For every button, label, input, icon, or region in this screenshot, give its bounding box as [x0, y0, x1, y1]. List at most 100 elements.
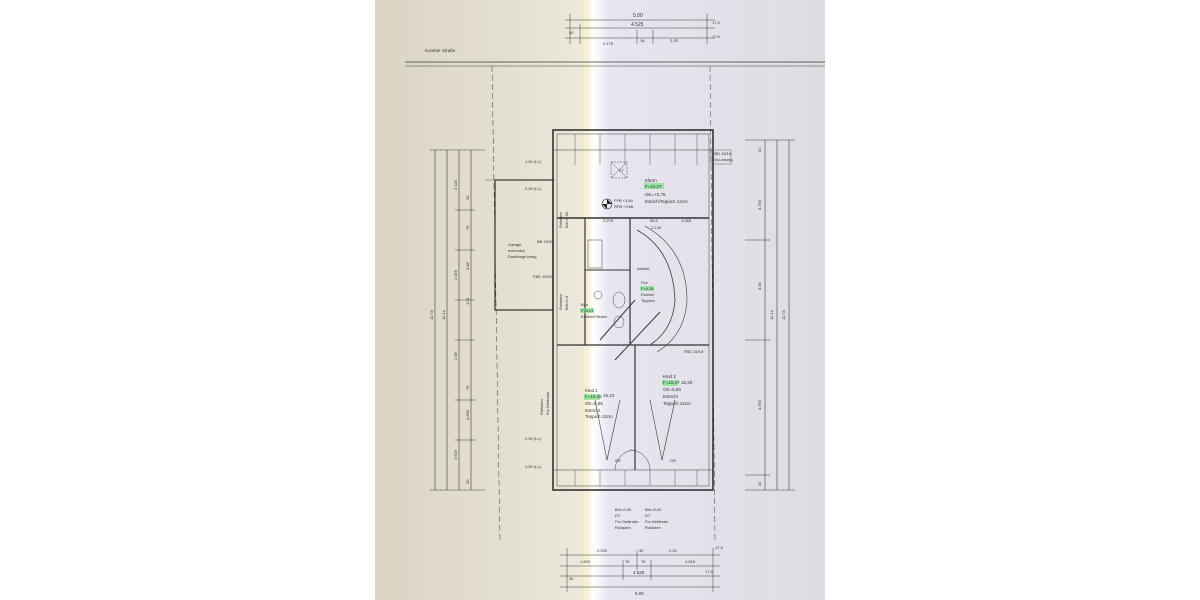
bad-name: Bad [581, 302, 588, 307]
kind1-ok: OK=5,95 [585, 401, 603, 406]
bottom-dim-overall: 5.00 [635, 591, 644, 596]
top-dim-right-b: 17.5 [712, 34, 721, 39]
left-dim-e: 2.98 [453, 351, 458, 360]
left-dim-g: 2.615 [453, 449, 458, 460]
top-dim-inner: 4.525 [631, 22, 644, 28]
fbd-top-box [710, 149, 732, 165]
bottom-dim-sub-a: 1.605 [580, 559, 591, 564]
bottom-dim-seg-d: 17.5 [715, 545, 724, 550]
left-dim-f: 4.595 [465, 409, 470, 420]
kind2-highlight [662, 380, 678, 386]
inner-dim-h2: 88.5 [650, 218, 659, 223]
window-notes-left: Brh=0,00 DT Frz.Geländer Rolladen [615, 507, 639, 530]
floor-plan-drawing: 5.00 4.525 30 2.175 18 2.25 17.5 17.5 Ko… [405, 0, 825, 600]
left-dim-total-inner: 11.14 [441, 310, 446, 320]
win-left-4: Rolladen [615, 525, 631, 530]
bottom-dim-right-wall: 17.5 [705, 569, 714, 574]
top-dim-right-a: 17.5 [712, 20, 721, 25]
property-line-left [491, 65, 501, 541]
left-dim-h: 30 [465, 195, 470, 200]
rolladen-a-1: Rolladen [558, 212, 563, 228]
win-right-2: DT [645, 513, 651, 518]
garage-outline [494, 179, 554, 311]
fbd-top-line-1: FBD 15/15 [712, 151, 732, 156]
eltern-name: Eltern [645, 178, 657, 183]
right-dim-a: 3.335 [757, 199, 762, 210]
gr-mark-right: GR [670, 458, 676, 463]
right-dim-b: 3.85 [757, 281, 762, 290]
win-left-1: Brh=0,00 [615, 507, 632, 512]
top-dim-seg-c: 2.25 [670, 38, 679, 43]
right-dim-total: 11.74 [781, 310, 786, 320]
bottom-dim-sub-b: 76 [625, 559, 630, 564]
kind2-floor-1: Estrich/ [663, 394, 679, 399]
flur-floor-2: Teppich [641, 298, 655, 303]
eltern-highlight [644, 183, 664, 189]
dach-line-1: FFB +3,80 [614, 198, 634, 203]
kind1-floor-1: Estrich/ [585, 408, 601, 413]
right-dimension-chain: 3.335 3.85 4.595 30 30 11.14 11.74 [745, 139, 795, 491]
inner-dim-2: 2.00 (LL) [525, 186, 542, 191]
left-dim-a: 2.145 [453, 179, 458, 190]
rolladen-c-2: Frz.Geländer [545, 391, 550, 415]
bottom-dim-inner: 4.525 [633, 570, 645, 575]
flur-area: F=4,28 [641, 286, 654, 291]
flur-highlight [640, 286, 654, 291]
kind1-area: F=15,26 [585, 394, 602, 399]
win-left-2: DT [615, 513, 621, 518]
right-dim-d: 30 [757, 147, 762, 152]
bad-floor: Estrich/Fliesen [581, 314, 607, 319]
left-dim-k: 76 [465, 385, 470, 390]
eltern-ok: OK=+5,75 [645, 192, 666, 197]
top-dimension-chain: 5.00 4.525 30 2.175 18 2.25 17.5 17.5 [565, 13, 721, 46]
bottom-dim-left-wall: 30 [569, 576, 574, 581]
fbd-top-line-2: Ent-Leitung [712, 157, 732, 162]
top-dim-seg-b: 18 [640, 38, 645, 43]
win-left-3: Frz.Geländer [615, 519, 639, 524]
bad-highlight [580, 308, 594, 313]
inner-dim-3: 2.00 (LL) [525, 436, 542, 441]
inner-dim-1: 1.50 (LL) [525, 159, 542, 164]
fbd-tag-1: BB 15/20 [537, 239, 554, 244]
right-dim-total-inner: 11.14 [769, 310, 774, 320]
rolladen-b-2: Brh=0,0 [564, 295, 569, 310]
ft-mark: FT [619, 168, 624, 173]
bottom-dim-sub-c: 76 [641, 559, 646, 564]
inner-dim-4: 1.50 (LL) [525, 464, 542, 469]
left-dim-i: 76 [465, 225, 470, 230]
left-dim-total: 11.74 [429, 310, 434, 320]
left-dimension-chain: 11.74 11.14 2.145 2.055 2.98 2.615 30 76… [429, 149, 485, 491]
eltern-area: F=16,27 [645, 184, 662, 189]
kind2-area: F=15,27 [663, 380, 680, 385]
rolladen-b-1: Rolladen [558, 294, 563, 310]
kind2-name: Kind 2 [663, 374, 676, 379]
win-right-3: Frz.Geländer [645, 519, 669, 524]
bottom-dim-seg-b: 30 [639, 548, 644, 553]
kind2-handnote: 15,33 [681, 380, 693, 385]
bottom-dim-seg-c: 2.20 [669, 548, 678, 553]
win-right-4: Rolladen [645, 525, 661, 530]
bottom-dimension-chain: 2.205 30 2.20 17.5 1.605 76 76 1.615 4.5… [560, 545, 724, 596]
win-right-1: Brh=0,00 [645, 507, 662, 512]
plan-sheet: 5.00 4.525 30 2.175 18 2.25 17.5 17.5 Ko… [375, 0, 825, 600]
eltern-floor: Estrich/Teppich 12cm [645, 199, 688, 204]
gr-mark-left: GR [615, 458, 621, 463]
abstell-label: Abstell- [637, 266, 651, 271]
dach-line-2: RFB +3,68 [614, 204, 634, 209]
rolladen-a-2: Brh=0,00 [564, 211, 569, 228]
top-dim-overall: 5.00 [633, 13, 643, 19]
top-dim-left-wall: 30 [569, 30, 574, 35]
north-arrow-fill [602, 199, 612, 209]
fbd-tag-2: FBD 15/20 [533, 274, 553, 279]
kind2-ok: OK=5,60 [663, 387, 681, 392]
left-dim-c: 2.055 [453, 269, 458, 280]
inner-dim-h3: 1.065 [681, 218, 692, 223]
garage-label: Garage [508, 242, 522, 247]
bottom-dim-sub-d: 1.615 [685, 559, 696, 564]
garage-label-3: Dachbegrünung [508, 254, 536, 259]
inner-dim-h1: 2.275 [603, 218, 614, 223]
top-dim-seg-a: 2.175 [603, 41, 614, 46]
flur-name: Flur [641, 280, 649, 285]
kind1-handnote: 15,24 [603, 393, 615, 398]
flur-floor-1: Estrich/ [641, 292, 655, 297]
